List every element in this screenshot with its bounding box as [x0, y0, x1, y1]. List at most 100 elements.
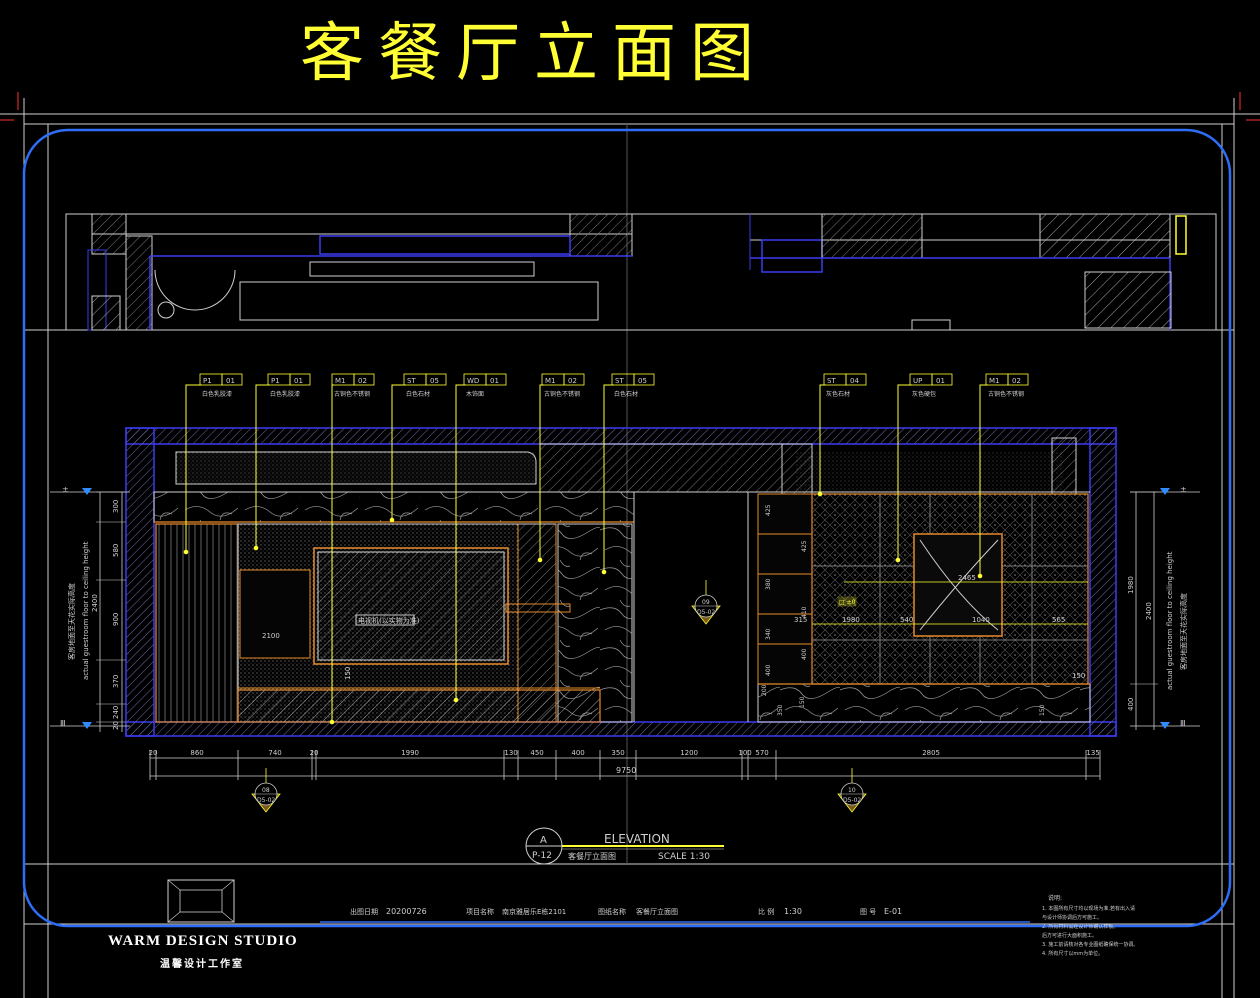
bottom-dim-value: 20	[149, 749, 158, 757]
elevation-caption	[525, 827, 724, 865]
leader-dot	[453, 697, 459, 703]
shelf-dim-value: 400	[765, 664, 772, 676]
bottom-dim-value: 570	[755, 749, 768, 757]
tv-label-box	[355, 614, 415, 626]
note-line: 1. 本图所有尺寸均以现场为准,若有出入请	[1042, 905, 1135, 912]
leader-line	[391, 384, 406, 520]
tag-description: 古铜色不锈钢	[988, 390, 1024, 398]
date-value: 20200726	[386, 907, 427, 916]
tag-number: 05	[430, 377, 439, 385]
leader-dot	[329, 719, 335, 725]
ceiling-label-en-left: actual guestroom floor to ceiling height	[82, 541, 90, 680]
ceiling-label-cn-right: 客房地面至天花实际高度	[1179, 593, 1188, 670]
bottom-dim-value: 100	[738, 749, 751, 757]
tag-number: 02	[1012, 377, 1021, 385]
left-dimensions	[50, 491, 130, 732]
dim-150-right: 150	[1072, 672, 1085, 680]
level-right-bottom: Ⅲ	[1180, 719, 1186, 728]
level-markers	[82, 488, 1170, 729]
crop-marks	[0, 92, 1260, 121]
right-dim-value: 1980	[1127, 576, 1135, 594]
material-tag: M1 02 古铜色不锈钢	[541, 373, 585, 398]
tag-description: 古铜色不锈钢	[334, 390, 370, 398]
tag-number: 04	[850, 377, 859, 385]
left-dim-value: 240	[112, 706, 120, 719]
left-dim-value: 20	[112, 721, 120, 730]
section-tag: □ ±0	[839, 599, 856, 606]
tag-description: 白色乳胶漆	[270, 390, 300, 398]
shelf-dim-value: 425	[801, 540, 808, 552]
bottom-dim-value: 2805	[922, 749, 940, 757]
note-line: 后方可进行大面积施工。	[1042, 932, 1097, 939]
leader-dot	[183, 549, 189, 555]
logo-lines	[167, 879, 235, 923]
scale-label: 比 例	[758, 907, 774, 916]
tag-description: 灰色石材	[826, 390, 850, 398]
tag-number: 02	[358, 377, 367, 385]
drawing-title: 客餐厅立面图	[300, 17, 768, 91]
elevation-sheet: P-12	[532, 851, 552, 861]
leader-line	[455, 384, 466, 700]
elevation-id: A	[540, 835, 547, 846]
tv-label: 电视机(以实物为准)	[358, 616, 420, 625]
leader-line	[897, 384, 912, 560]
shelf-dim-value: 425	[765, 504, 772, 516]
leader-line	[603, 384, 614, 572]
elevation-subtitle: 客餐厅立面图	[568, 851, 616, 861]
shelf-dim-value: 410	[801, 606, 808, 618]
leader-dot	[537, 557, 543, 563]
bottom-dim-value: 1200	[680, 749, 698, 757]
drawing-name-value: 客餐厅立面图	[636, 907, 678, 916]
leader-line	[979, 384, 988, 576]
small-dim-value: 150	[1039, 704, 1046, 716]
note-line: 2. 所有材料需经设计师确认样板。	[1042, 923, 1118, 930]
small-dim-value: 200	[761, 684, 768, 696]
number-value: E-01	[884, 907, 902, 916]
project-label: 项目名称	[466, 907, 494, 916]
tag-number: 01	[490, 377, 499, 385]
level-right-top: ±	[1180, 485, 1187, 494]
level-left-top: ±	[62, 485, 69, 494]
tv-width: 2100	[262, 632, 280, 640]
plan-strip	[65, 213, 1217, 331]
tag-description: 古铜色不锈钢	[544, 390, 580, 398]
total-dimension: 9750	[616, 766, 636, 775]
tag-number: 02	[568, 377, 577, 385]
leader-dot	[977, 573, 983, 579]
callout-sheet: D5-02	[257, 797, 275, 804]
right-total: 2400	[1145, 602, 1153, 620]
tag-code: WD	[467, 377, 479, 385]
tag-number: 01	[226, 377, 235, 385]
tag-description: 木饰面	[466, 390, 484, 398]
tag-code: M1	[545, 377, 556, 385]
level-left-bottom: Ⅲ	[60, 719, 66, 728]
tag-description: 白色乳胶漆	[202, 390, 232, 398]
tag-code: M1	[989, 377, 1000, 385]
left-dim-value: 580	[112, 544, 120, 557]
material-tag: M1 02 古铜色不锈钢	[985, 373, 1029, 398]
tag-code: ST	[407, 377, 416, 385]
project-value: 南京雅居乐E栋2101	[502, 907, 566, 916]
shelf-dim-value: 340	[765, 628, 772, 640]
studio-name-cn: 温馨设计工作室	[160, 959, 244, 970]
tag-code: P1	[203, 377, 212, 385]
dim-1980: 1980	[842, 616, 860, 624]
scale-value: 1:30	[784, 907, 802, 916]
tv-side: 150	[344, 667, 352, 680]
bottom-dim-value: 450	[530, 749, 543, 757]
callout-sheet: D5-02	[843, 797, 861, 804]
leader-line	[255, 384, 270, 548]
elevation-label: ELEVATION	[604, 832, 670, 846]
leader-dot	[253, 545, 259, 551]
